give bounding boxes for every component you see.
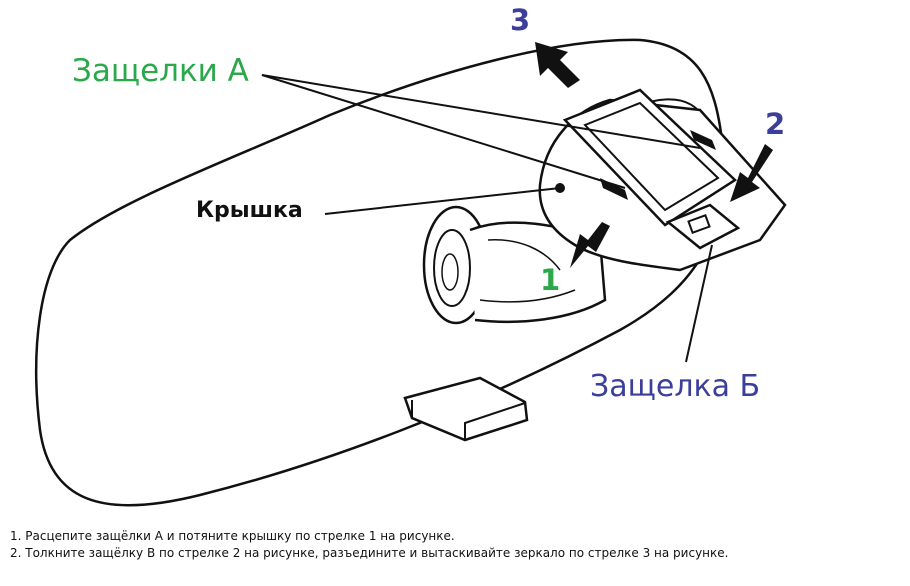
- mirror-body: [35, 38, 725, 507]
- arrow-1: [570, 222, 610, 268]
- latch-b-clip: [665, 203, 741, 250]
- latches-a-label: Защелки А: [72, 53, 249, 89]
- leader-cover: [324, 187, 561, 215]
- step-1-number: 1: [540, 263, 561, 297]
- mirror-tab-edge: [411, 400, 526, 440]
- instruction-step-1: 1. Расцепите защёлки А и потяните крышку…: [10, 529, 455, 543]
- latch-a-notch-2: [690, 130, 716, 150]
- latch-b-slot: [687, 214, 711, 234]
- step-3-number: 3: [510, 3, 531, 37]
- cover-inner-frame: [583, 101, 720, 212]
- latch-a-notch-1: [600, 178, 628, 200]
- latch-b-label: Защелка Б: [590, 369, 761, 404]
- stem-contour: [479, 239, 576, 303]
- instructions: 1. Расцепите защёлки А и потяните крышку…: [10, 528, 728, 562]
- leader-latch-a-2: [261, 74, 626, 189]
- step-2-number: 2: [765, 107, 786, 141]
- leader-latch-b: [685, 244, 713, 363]
- arrow-3: [535, 42, 580, 88]
- cover-frame: [562, 88, 738, 227]
- stem: [469, 221, 607, 324]
- cover-label: Крышка: [196, 198, 303, 223]
- ball-joint-core: [441, 253, 459, 291]
- leader-cover-dot: [555, 183, 565, 193]
- leader-latch-a-1: [261, 74, 701, 149]
- ball-joint-inner: [433, 229, 471, 307]
- arrow-2: [730, 144, 773, 202]
- instruction-step-2: 2. Толкните защёлку В по стрелке 2 на ри…: [10, 546, 729, 560]
